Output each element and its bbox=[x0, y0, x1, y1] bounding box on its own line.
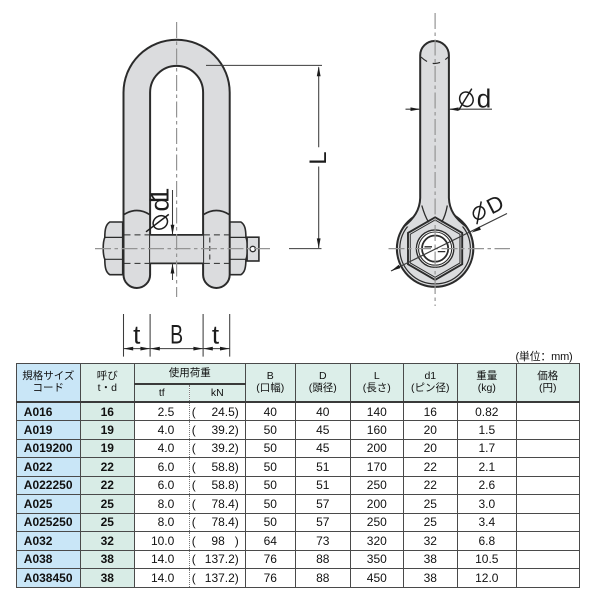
svg-text:t: t bbox=[212, 320, 220, 350]
svg-text:d: d bbox=[477, 84, 491, 114]
svg-text:t: t bbox=[133, 320, 141, 350]
svg-text:B: B bbox=[170, 320, 183, 350]
svg-text:d1: d1 bbox=[145, 188, 175, 212]
svg-text:L: L bbox=[305, 151, 332, 164]
